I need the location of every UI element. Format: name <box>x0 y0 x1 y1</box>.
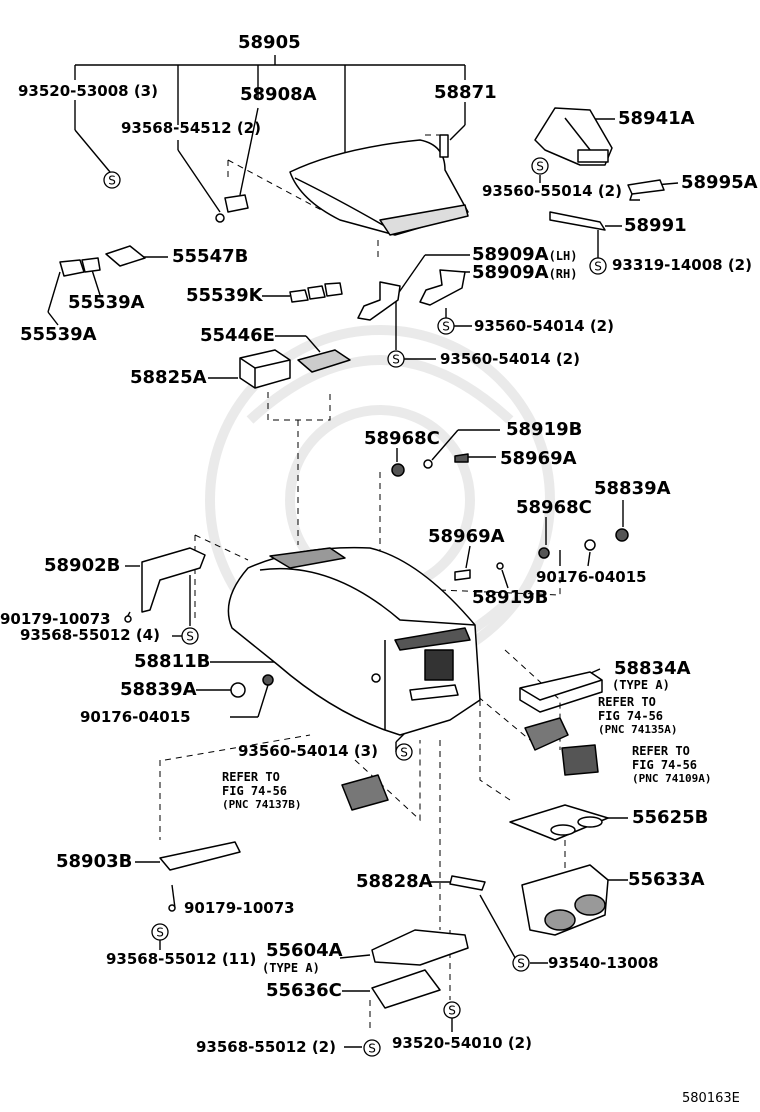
part-label: 58825A <box>130 367 207 388</box>
part-shapes <box>59 107 665 1009</box>
part-label: 93568-55012 (11) <box>106 950 257 968</box>
part-label: 58995A <box>681 172 758 193</box>
part-number: 58909A <box>472 244 549 265</box>
screw-symbol <box>363 1039 381 1057</box>
screw-symbol <box>103 171 121 189</box>
side-tag: (RH) <box>548 267 578 281</box>
part-label: 55625B <box>632 807 709 828</box>
part-label: 58969A <box>500 448 577 469</box>
part-label: 55539K <box>186 285 263 306</box>
part-label: 55547B <box>172 246 249 267</box>
part-label: 58905 <box>238 32 301 53</box>
part-label: 93560-55014 (2) <box>482 182 622 200</box>
screw-symbol <box>512 954 530 972</box>
part-label: 58969A <box>428 526 505 547</box>
part-label: 58919B <box>506 419 583 440</box>
part-label: 93568-54512 (2) <box>121 119 261 137</box>
part-label: 58908A <box>240 84 317 105</box>
part-label: 58902B <box>44 555 121 576</box>
part-label: 55446E <box>200 325 275 346</box>
part-label: 58941A <box>618 108 695 129</box>
screw-symbol <box>443 1001 461 1019</box>
part-label: 90176-04015 <box>80 708 191 726</box>
screw-symbol <box>387 350 405 368</box>
screw-symbol <box>531 157 549 175</box>
part-label: 58968C <box>364 428 440 449</box>
part-label: 93520-53008 (3) <box>18 82 158 100</box>
figure-code: 580163E <box>682 1091 740 1106</box>
part-label: 58903B <box>56 851 133 872</box>
part-label: 93319-14008 (2) <box>612 256 752 274</box>
part-label: 90179-10073 <box>184 899 295 917</box>
screw-symbol <box>437 317 455 335</box>
part-label: 93540-13008 <box>548 954 659 972</box>
part-label: 58909A(RH) <box>472 264 577 282</box>
part-label: 93520-54010 (2) <box>392 1034 532 1052</box>
part-label: 58834A <box>614 658 691 679</box>
part-label: 93568-55012 (4) <box>20 626 160 644</box>
part-label: 55604A <box>266 940 343 961</box>
part-label: 55636C <box>266 980 342 1001</box>
part-label: 58871 <box>434 82 497 103</box>
type-note: (TYPE A) <box>262 961 320 975</box>
part-label: 58811B <box>134 651 211 672</box>
part-label: 58909A(LH) <box>472 246 577 264</box>
part-label: 58968C <box>516 497 592 518</box>
screw-symbol <box>589 257 607 275</box>
part-number: 58909A <box>472 262 549 283</box>
part-label: 55539A <box>20 324 97 345</box>
part-label: 93560-54014 (2) <box>474 317 614 335</box>
screw-symbol <box>181 627 199 645</box>
part-label: 55633A <box>628 869 705 890</box>
part-label: 58828A <box>356 871 433 892</box>
part-label: 58919B <box>472 587 549 608</box>
leader-lines <box>47 55 679 1048</box>
part-label: 90176-04015 <box>536 568 647 586</box>
part-label: 58991 <box>624 215 687 236</box>
screw-symbol <box>151 923 169 941</box>
part-label: 55539A <box>68 292 145 313</box>
part-label: 58839A <box>120 679 197 700</box>
part-label: 93560-54014 (3) <box>238 742 378 760</box>
screw-symbol <box>395 743 413 761</box>
type-note: (TYPE A) <box>612 678 670 692</box>
part-label: 93560-54014 (2) <box>440 350 580 368</box>
side-tag: (LH) <box>548 249 578 263</box>
part-label: 90179-10073 <box>0 610 111 628</box>
part-label: 58839A <box>594 478 671 499</box>
part-label: 93568-55012 (2) <box>196 1038 336 1056</box>
